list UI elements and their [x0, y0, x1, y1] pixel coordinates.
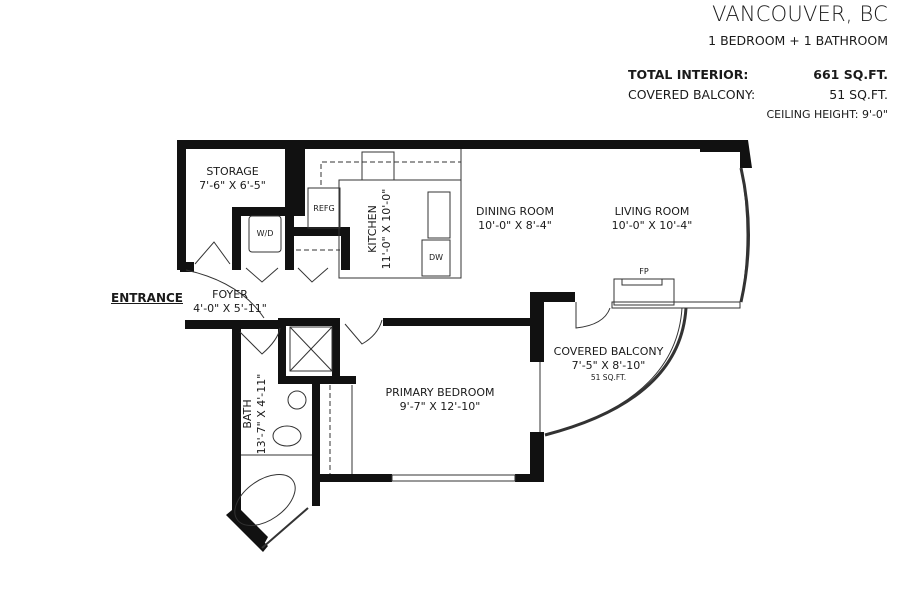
- room-foyer-name: FOYER: [212, 288, 248, 301]
- room-kitchen: KITCHEN 11'-0" X 10'-0": [366, 179, 394, 279]
- unit-type: 1 BEDROOM + 1 BATHROOM: [708, 33, 888, 48]
- room-dining: DINING ROOM 10'-0" X 8'-4": [465, 205, 565, 233]
- covered-balcony-value: 51 SQ.FT.: [829, 87, 888, 102]
- room-balcony-area: 51 SQ.FT.: [590, 373, 627, 382]
- entrance-label: ENTRANCE: [111, 291, 183, 305]
- covered-balcony-label: COVERED BALCONY:: [628, 87, 756, 102]
- room-bath-dims: 13'-7" X 4'-11": [255, 373, 268, 455]
- room-living-dims: 10'-0" X 10'-4": [611, 219, 693, 232]
- fixture-refrigerator: REFG: [313, 204, 335, 213]
- room-storage-name: STORAGE: [206, 165, 259, 178]
- covered-balcony-row: COVERED BALCONY: 51 SQ.FT.: [628, 87, 888, 102]
- total-interior-row: TOTAL INTERIOR: 661 SQ.FT.: [628, 67, 888, 82]
- room-balcony-name: COVERED BALCONY: [553, 345, 664, 358]
- room-living: LIVING ROOM 10'-0" X 10'-4": [602, 205, 702, 233]
- room-foyer: FOYER 4'-0" X 5'-11": [185, 288, 275, 316]
- room-foyer-dims: 4'-0" X 5'-11": [193, 302, 267, 315]
- total-interior-label: TOTAL INTERIOR:: [628, 67, 749, 82]
- room-kitchen-name: KITCHEN: [366, 205, 379, 253]
- room-bedroom-name: PRIMARY BEDROOM: [385, 386, 495, 399]
- walls: [177, 140, 752, 552]
- room-storage-dims: 7'-6" X 6'-5": [199, 179, 266, 192]
- room-balcony-dims: 7'-5" X 8'-10": [571, 359, 646, 372]
- room-bedroom: PRIMARY BEDROOM 9'-7" X 12'-10": [370, 386, 510, 414]
- room-dining-name: DINING ROOM: [476, 205, 554, 218]
- room-bath: BATH 13'-7" X 4'-11": [241, 369, 269, 459]
- room-storage: STORAGE 7'-6" X 6'-5": [190, 165, 275, 193]
- total-interior-value: 661 SQ.FT.: [813, 67, 888, 82]
- interior-lines: [185, 149, 750, 549]
- room-bath-name: BATH: [241, 399, 254, 429]
- room-bedroom-dims: 9'-7" X 12'-10": [399, 400, 481, 413]
- ceiling-height: CEILING HEIGHT: 9'-0": [766, 108, 888, 121]
- fixture-dishwasher: DW: [428, 253, 444, 262]
- room-dining-dims: 10'-0" X 8'-4": [478, 219, 552, 232]
- room-balcony: COVERED BALCONY 7'-5" X 8'-10" 51 SQ.FT.: [546, 345, 671, 383]
- room-living-name: LIVING ROOM: [614, 205, 690, 218]
- room-kitchen-dims: 11'-0" X 10'-0": [380, 188, 393, 270]
- fixture-washer-dryer: W/D: [256, 229, 274, 238]
- city-title: VANCOUVER, BC: [712, 2, 888, 26]
- fixture-fireplace: FP: [639, 267, 649, 276]
